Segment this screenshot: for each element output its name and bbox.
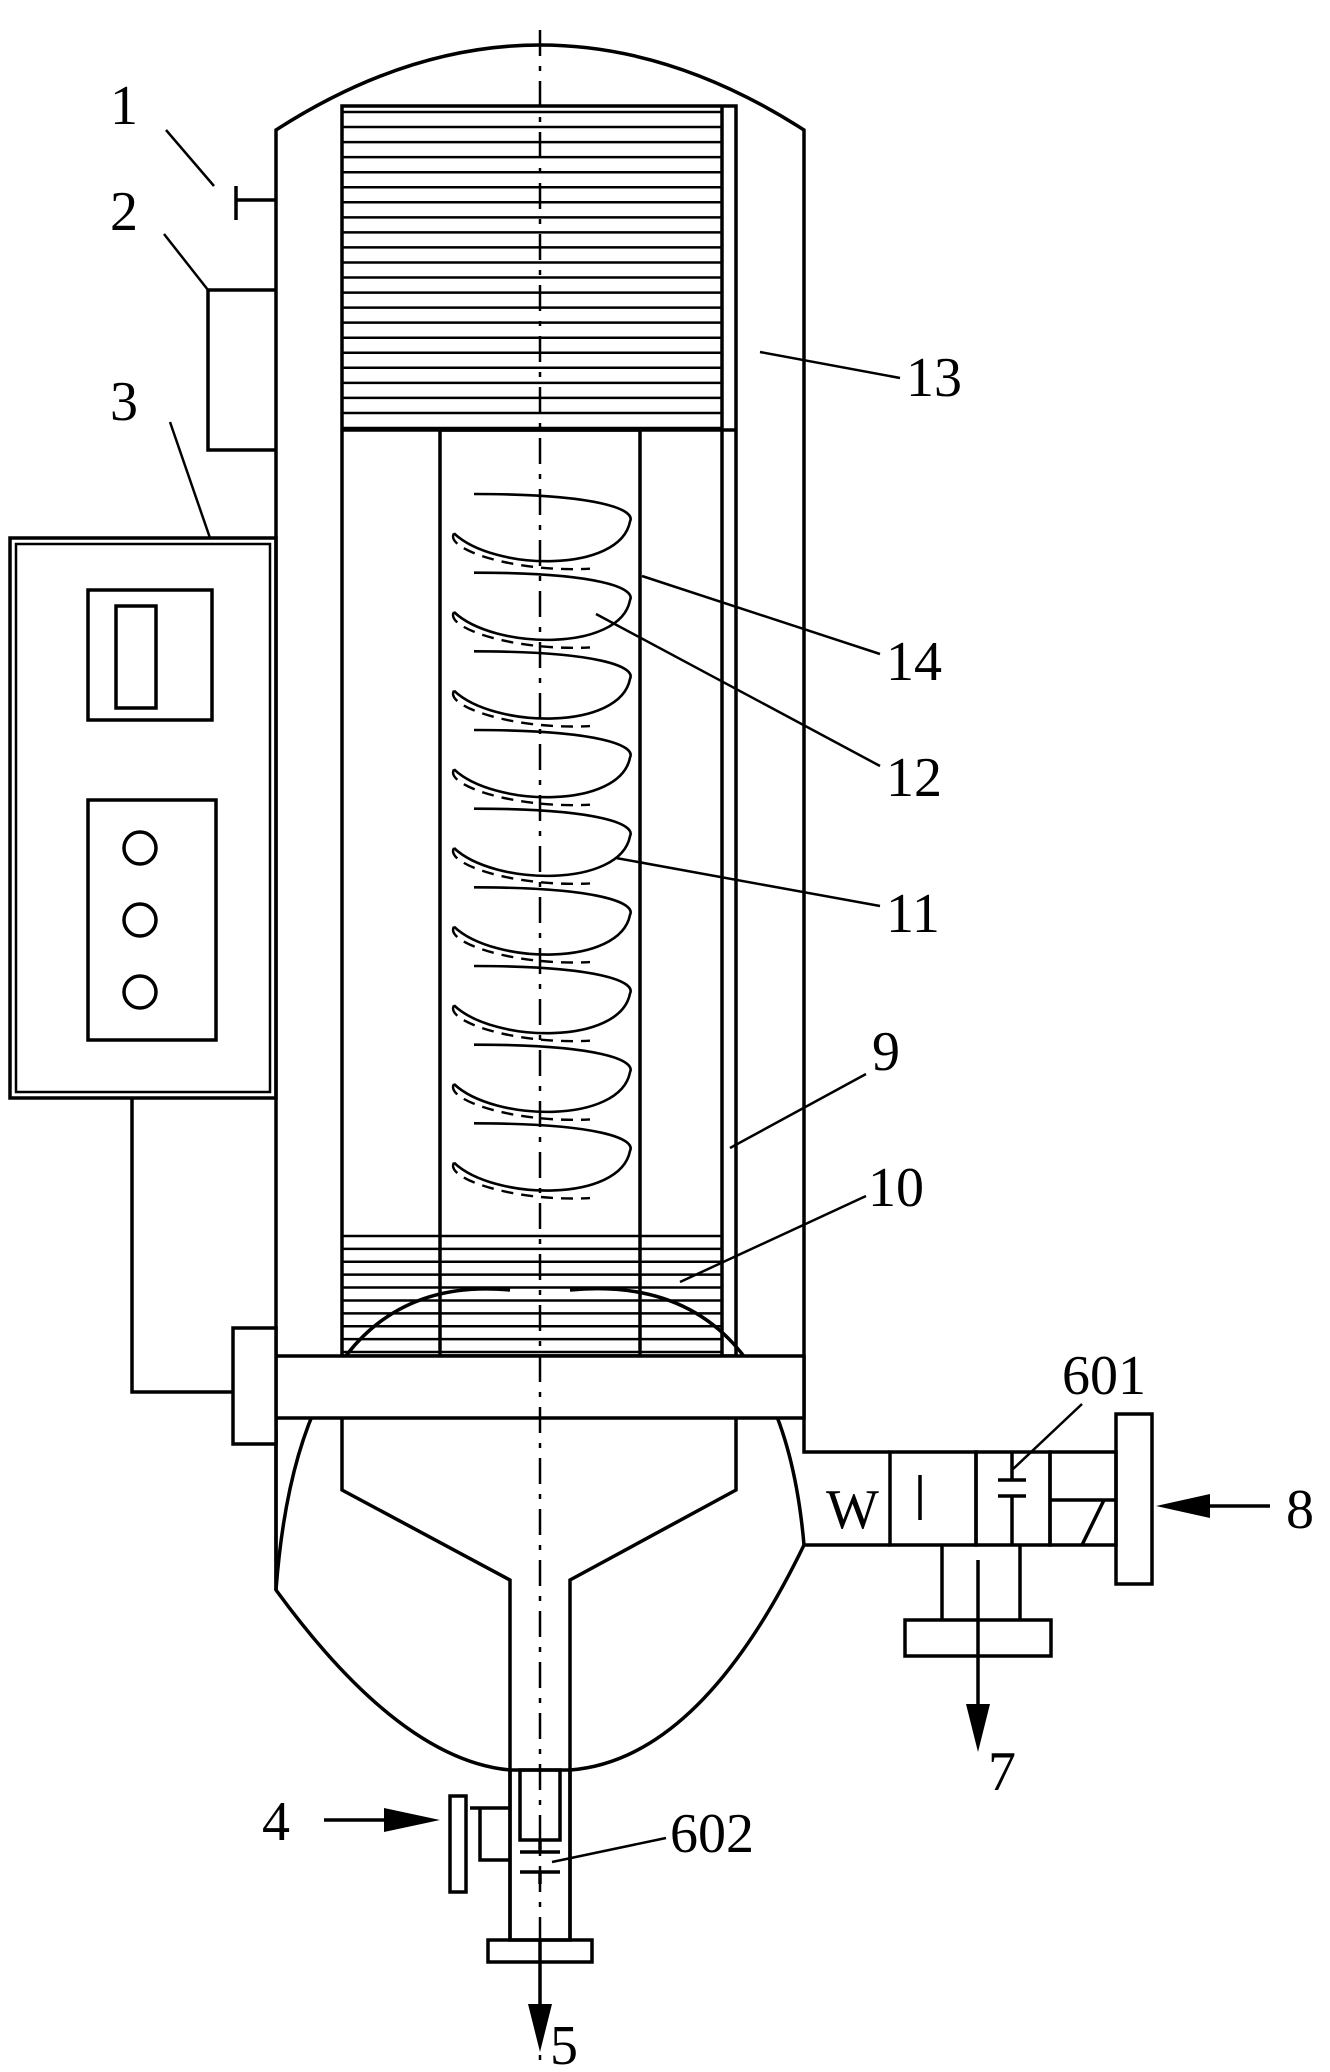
leader-3 xyxy=(168,421,212,539)
leader-13 xyxy=(759,350,901,380)
arrow-4 xyxy=(324,1808,440,1832)
heating-coil-12 xyxy=(451,492,632,1200)
knob-2 xyxy=(122,902,158,938)
top-fin-block xyxy=(342,110,722,430)
port-2 xyxy=(206,288,276,452)
label-8: 8 xyxy=(1286,1479,1314,1541)
leader-2 xyxy=(163,233,209,291)
coil-front-arc xyxy=(453,571,632,642)
label-13: 13 xyxy=(906,347,962,409)
label-14: 14 xyxy=(886,631,942,693)
outlet-pipe-w xyxy=(802,1430,890,1547)
coil-front-arc xyxy=(453,728,632,799)
label-4: 4 xyxy=(262,1791,290,1853)
coil-back-arc xyxy=(451,532,591,571)
leader-601 xyxy=(1011,1403,1083,1471)
leader-14 xyxy=(641,574,881,656)
label-9: 9 xyxy=(872,1021,900,1083)
coil-front-arc xyxy=(453,807,632,878)
vessel-bottom-dome xyxy=(274,1287,806,1591)
coil-back-arc xyxy=(451,926,591,964)
coil-front-arc xyxy=(453,1122,632,1192)
label-11: 11 xyxy=(886,883,940,945)
leader-10 xyxy=(679,1194,867,1284)
label-12: 12 xyxy=(886,747,942,809)
control-wire xyxy=(130,1098,233,1394)
vessel-lower-shell xyxy=(274,1430,806,1772)
leader-602 xyxy=(551,1836,667,1864)
coil-back-arc xyxy=(451,690,591,728)
coil-back-arc xyxy=(451,611,591,650)
leader-9 xyxy=(729,1072,867,1150)
coil-back-arc xyxy=(451,847,591,886)
valve-602-handle-4 xyxy=(448,1794,468,1894)
coil-front-arc xyxy=(453,492,632,563)
leader-1 xyxy=(165,129,215,187)
label-3: 3 xyxy=(110,371,138,433)
display-panel xyxy=(86,588,214,722)
coil-front-arc xyxy=(453,650,632,720)
leader-11 xyxy=(615,856,881,908)
leader-12 xyxy=(595,612,881,768)
coil-back-arc xyxy=(451,768,591,807)
arrow-5 xyxy=(528,1940,552,2052)
label-1: 1 xyxy=(110,75,138,137)
coil-front-arc xyxy=(453,886,632,956)
label-602: 602 xyxy=(670,1803,754,1865)
display-screen xyxy=(114,604,158,710)
bottom-fin-block xyxy=(342,1234,722,1354)
label-601: 601 xyxy=(1062,1345,1146,1407)
button-panel xyxy=(86,798,218,1042)
coil-back-arc xyxy=(451,1162,591,1200)
valve-601 xyxy=(888,1450,978,1547)
valve-drain-stem xyxy=(940,1545,1022,1620)
knob-1 xyxy=(122,830,158,866)
coil-back-arc xyxy=(451,1083,591,1122)
label-5: 5 xyxy=(550,2015,578,2072)
label-10: 10 xyxy=(868,1157,924,1219)
label-w: W xyxy=(826,1479,879,1541)
coil-front-arc xyxy=(453,964,632,1035)
knob-3 xyxy=(122,974,158,1010)
control-box-3 xyxy=(8,536,278,1100)
label-2: 2 xyxy=(110,181,138,243)
valve-handle-8 xyxy=(1114,1412,1154,1586)
side-flange xyxy=(231,1326,278,1446)
coil-back-arc xyxy=(451,1004,591,1043)
label-7: 7 xyxy=(988,1741,1016,1803)
coil-front-arc xyxy=(453,1043,632,1114)
funnel-cone xyxy=(340,1418,738,1940)
arrow-8 xyxy=(1156,1494,1270,1518)
arrow-7 xyxy=(966,1560,990,1752)
